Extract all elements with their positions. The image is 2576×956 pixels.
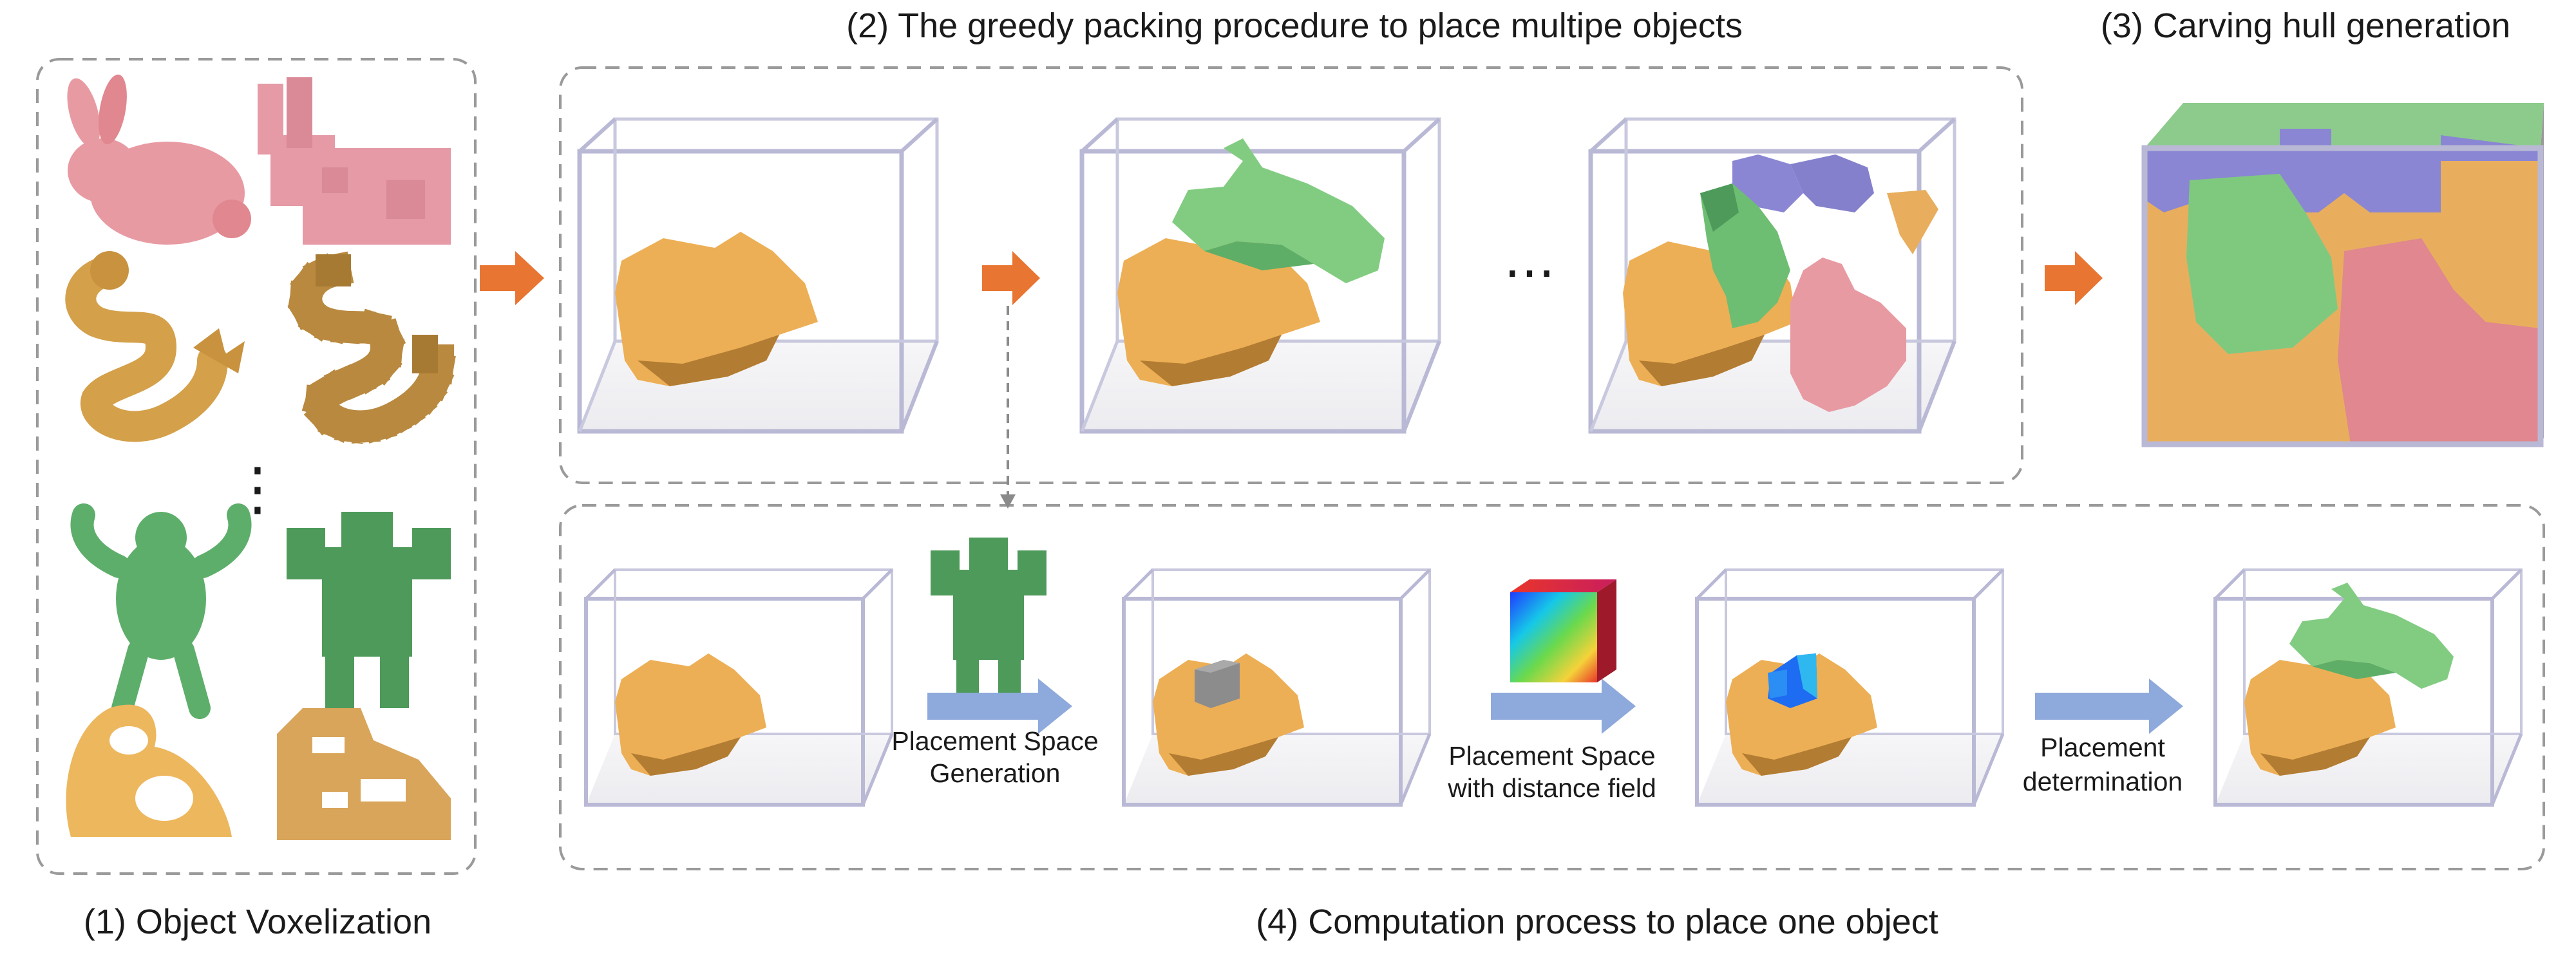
distance-field-region — [1768, 653, 1817, 708]
arrow-packing-to-carving — [2045, 251, 2103, 305]
label-placement-space-generation-2: Generation — [930, 758, 1061, 788]
horizontal-ellipsis: ⋯ — [1504, 242, 1555, 302]
small-fertility-placed-3 — [1887, 190, 1938, 254]
arrow-packing-step-1 — [982, 251, 1040, 305]
armadillo-voxel-image — [287, 512, 451, 708]
fertility-voxel-placed-3 — [1732, 155, 1874, 212]
label-placement-determination-2: determination — [2023, 767, 2183, 796]
placement-space-region — [1195, 660, 1240, 708]
computation-panel — [559, 504, 2545, 870]
bunny-voxel-image — [258, 77, 451, 245]
fertility-voxel-image — [277, 708, 451, 840]
armadillo-voxel-input — [931, 538, 1046, 695]
bunny-voxel-placed-3 — [1790, 258, 1906, 412]
label-distance-field-1: Placement Space — [1448, 741, 1655, 771]
dragon-mesh-image — [65, 251, 245, 442]
armadillo-voxel-placed-2 — [1172, 138, 1385, 283]
bunny-mesh-image — [67, 74, 251, 245]
arrow-voxelization-to-packing — [480, 251, 544, 305]
caption-voxelization: (1) Object Voxelization — [84, 903, 431, 941]
computation-container-1 — [584, 568, 894, 807]
label-placement-space-generation-1: Placement Space — [891, 726, 1098, 756]
greedy-packing-panel — [559, 66, 2023, 484]
label-placement-determination-1: Placement — [2040, 733, 2165, 762]
arrow-placement-space-generation — [927, 679, 1072, 734]
armadillo-mesh-image — [70, 503, 252, 719]
connector-arrow-to-computation — [1000, 306, 1016, 509]
caption-computation: (4) Computation process to place one obj… — [1256, 903, 1938, 941]
label-distance-field-2: with distance field — [1447, 773, 1656, 803]
arrow-placement-determination — [2035, 679, 2183, 734]
computation-container-2 — [1122, 568, 1432, 807]
packing-container-3 — [1588, 117, 1956, 434]
caption-carving-hull: (3) Carving hull generation — [2101, 6, 2510, 45]
dragon-voxel-image — [290, 251, 455, 443]
distance-field-cube — [1510, 579, 1616, 682]
carving-hull-block — [2141, 103, 2544, 447]
dragon-voxel-placed-1 — [615, 232, 818, 386]
fertility-mesh-image — [66, 704, 232, 837]
computation-container-4 — [2213, 568, 2523, 807]
packing-container-1 — [577, 117, 939, 434]
caption-greedy-packing: (2) The greedy packing procedure to plac… — [846, 6, 1743, 45]
computation-container-3 — [1695, 568, 2005, 807]
dragon-voxel-placed-2 — [1117, 232, 1320, 386]
voxelization-panel — [36, 58, 477, 875]
armadillo-voxel-placed-3 — [1700, 183, 1790, 328]
packing-container-2 — [1079, 117, 1441, 434]
arrow-distance-field — [1491, 679, 1636, 734]
